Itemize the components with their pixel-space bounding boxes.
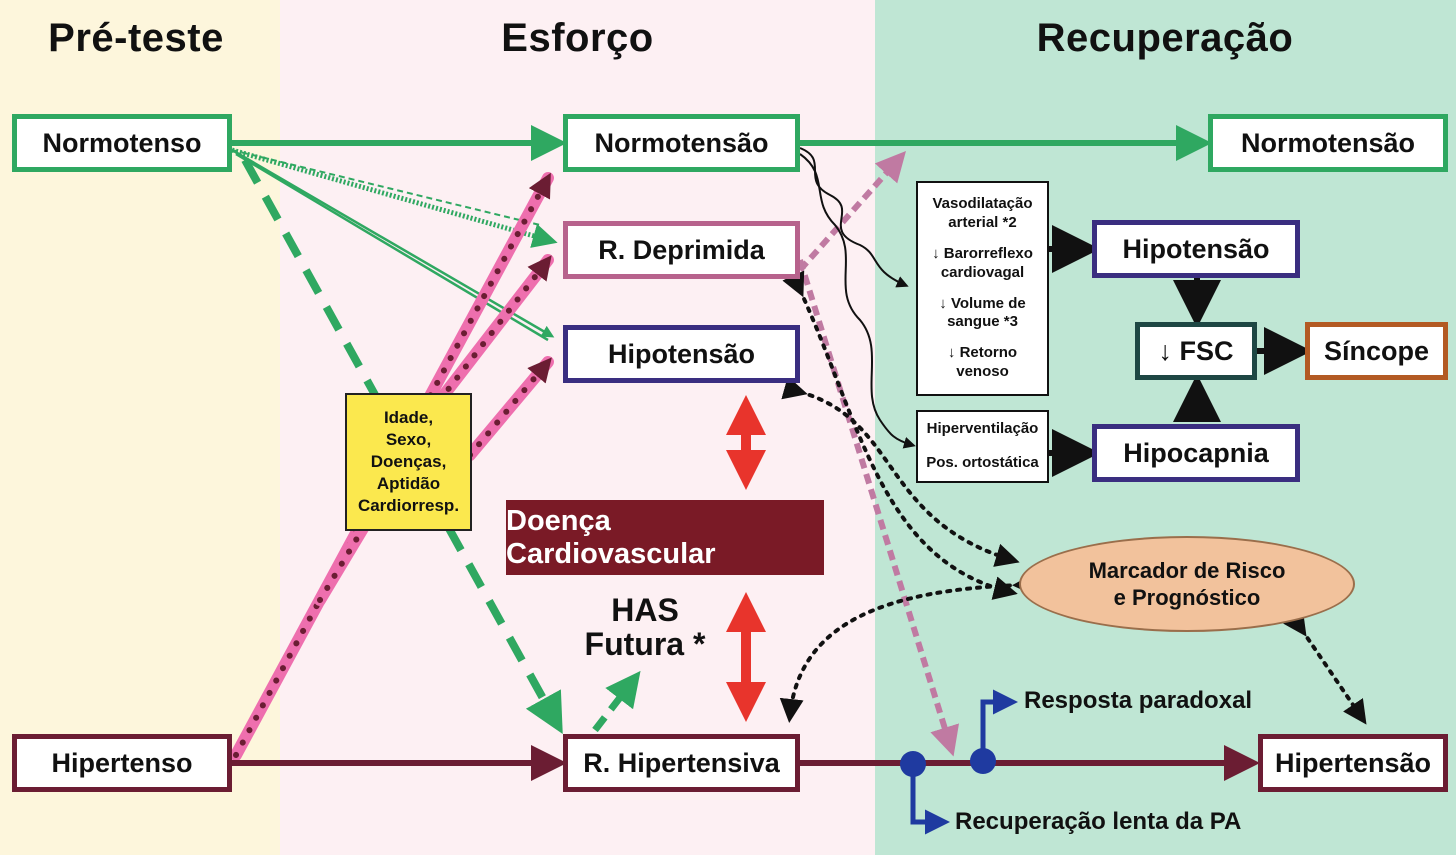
- slow-recovery-label: Recuperação lenta da PA: [955, 808, 1242, 835]
- depressed-response-box: R. Deprimida: [563, 221, 800, 279]
- factor-diseases: Doenças,: [370, 451, 447, 471]
- paradoxical-response-label: Resposta paradoxal: [1024, 687, 1253, 714]
- marker-line1: Marcador de Risco: [1088, 557, 1286, 583]
- ventilation-posture-box: Hiperventilação Pos. ortostática: [916, 410, 1049, 483]
- effort-normotension-box: Normotensão: [563, 114, 800, 172]
- recovery-hypertension-box: Hipertensão: [1258, 734, 1448, 792]
- factor-age: Idade,: [383, 407, 434, 427]
- recovery-normotension-box: Normotensão: [1208, 114, 1448, 172]
- effort-hypotension-box: Hipotensão: [563, 325, 800, 383]
- risk-factors-box: Idade, Sexo, Doenças, Aptidão Cardiorres…: [345, 393, 472, 531]
- phase-title-recovery: Recuperação: [1036, 16, 1294, 60]
- orthostatic-position-label: Pos. ortostática: [926, 454, 1039, 472]
- recovery-hypotension-box: Hipotensão: [1092, 220, 1300, 278]
- phase-title-effort: Esforço: [501, 16, 654, 60]
- syncope-box: Síncope: [1305, 322, 1448, 380]
- future-has-line1: HAS: [611, 592, 679, 628]
- hyperventilation-label: Hiperventilação: [926, 419, 1039, 437]
- factor-fitness: Aptidão: [376, 474, 441, 494]
- phase-title-pretest: Pré-teste: [48, 16, 224, 60]
- future-has-line2: Futura *: [584, 625, 706, 662]
- normotense-box: Normotenso: [12, 114, 232, 172]
- cardiovascular-disease-box: Doença Cardiovascular: [506, 500, 824, 575]
- hypertensive-response-box: R. Hipertensiva: [563, 734, 800, 792]
- factor-cardiorespiratory: Cardiorresp.: [357, 496, 460, 516]
- cerebral-blood-flow-box: ↓ FSC: [1135, 322, 1257, 380]
- future-hypertension-label: HAS Futura *: [560, 592, 730, 662]
- hypocapnia-box: Hipocapnia: [1092, 424, 1300, 482]
- marker-line2: e Prognóstico: [1113, 585, 1261, 610]
- hypertense-box: Hipertenso: [12, 734, 232, 792]
- risk-marker-ellipse: Marcador de Risco e Prognóstico: [1024, 541, 1350, 627]
- factor-sex: Sexo,: [385, 429, 432, 449]
